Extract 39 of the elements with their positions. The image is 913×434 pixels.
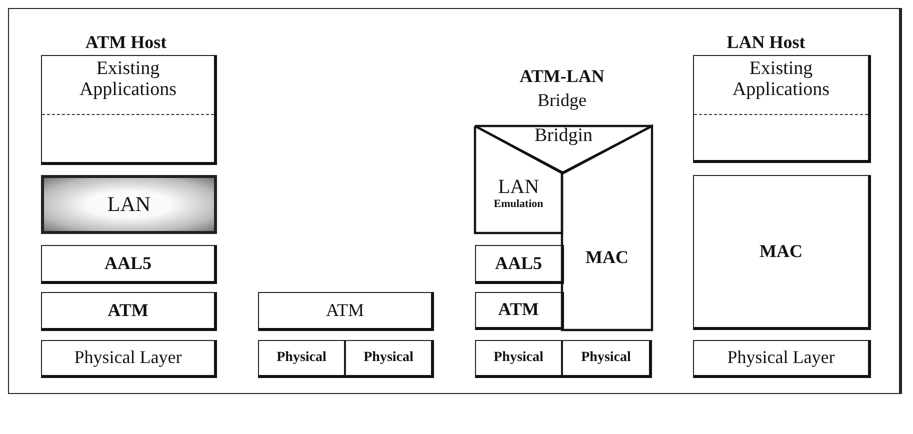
layer-name: MAC (760, 242, 802, 262)
layer-name: MAC (586, 248, 628, 268)
layer-name: Existing Applications (78, 59, 178, 101)
layer-box (41, 55, 217, 165)
layer-name: ATM (108, 300, 148, 320)
layer-name: Physical Layer (727, 348, 835, 368)
layer-name: Physical (581, 350, 631, 366)
layer-box (693, 175, 871, 330)
layer-box (693, 340, 871, 378)
stack-heading: LAN Host (726, 32, 806, 53)
layer-name: LAN (107, 192, 151, 216)
layer-box (475, 340, 564, 378)
layer-name: LAN (498, 176, 540, 198)
layer-name: Existing Applications (731, 59, 831, 101)
stack-heading: ATM-LAN (520, 66, 604, 87)
layer-name: ATM (326, 300, 364, 320)
stack-heading: Bridge (538, 90, 586, 111)
layer-name: Physical Layer (74, 348, 182, 368)
layer-name: AAL5 (104, 254, 152, 274)
layer-box (345, 340, 434, 378)
layer-box (41, 292, 217, 331)
layer-box (693, 55, 871, 163)
bridging-triangle (475, 126, 652, 173)
layer-box (258, 340, 347, 378)
lan-layer-box (41, 175, 217, 234)
stack-heading: ATM Host (85, 32, 167, 53)
layer-name: ATM (498, 300, 539, 320)
layer-box (562, 340, 652, 378)
layer-box (475, 292, 564, 330)
layer-box (41, 340, 217, 378)
layer-name: Bridgin (534, 126, 593, 147)
layer-name: Physical (276, 350, 326, 366)
layer-name: Physical (494, 350, 544, 366)
layer-name: AAL5 (494, 254, 542, 274)
layer-name: Physical (364, 350, 414, 366)
layer-box (41, 245, 217, 284)
layer-name: Emulation (494, 198, 544, 210)
layer-box (475, 245, 564, 284)
layer-box (258, 292, 434, 331)
